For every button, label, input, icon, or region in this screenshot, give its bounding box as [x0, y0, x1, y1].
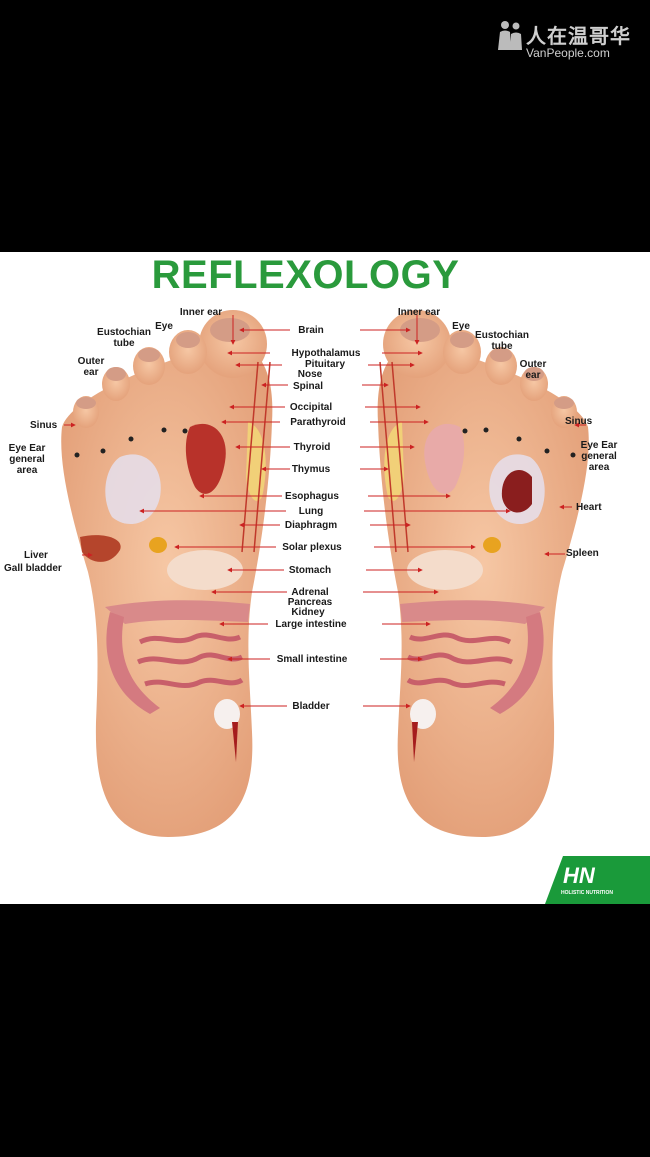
label-lung: Lung [298, 506, 324, 517]
label-thyroid: Thyroid [293, 442, 331, 453]
label-eye-ear-general-left: Eye Ear general area [8, 443, 46, 476]
label-occipital: Occipital [289, 402, 333, 413]
label-eye-ear-general-right: Eye Ear general area [580, 440, 618, 473]
label-parathyroid: Parathyroid [290, 417, 346, 428]
label-outer-ear-right: Outer ear [519, 359, 547, 381]
label-sinus-right: Sinus [565, 416, 593, 427]
label-spleen: Spleen [566, 548, 599, 559]
poster-title: REFLEXOLOGY [151, 253, 460, 297]
label-esophagus: Esophagus [285, 491, 339, 502]
reflexology-poster: REFLEXOLOGY [0, 252, 650, 904]
label-brain: Brain [298, 325, 324, 336]
label-solar-plexus: Solar plexus [282, 542, 342, 553]
label-pancreas: Pancreas [287, 597, 333, 608]
label-eustochian-right: Eustochian tube [475, 330, 529, 352]
label-eye-right: Eye [452, 321, 470, 332]
label-stomach: Stomach [288, 565, 332, 576]
label-gall-bladder: Gall bladder [4, 563, 62, 574]
label-hypothalamus: Hypothalamus [291, 348, 361, 359]
holistic-nutrition-logo: HN HOLISTIC NUTRITION [545, 856, 650, 904]
label-pituitary: Pituitary [304, 359, 346, 370]
logo-mark: HN [563, 863, 595, 888]
label-kidney: Kidney [291, 607, 325, 618]
label-heart: Heart [576, 502, 602, 513]
label-inner-ear-right: Inner ear [397, 307, 441, 318]
label-large-intestine: Large intestine [275, 619, 347, 630]
left-foot [61, 310, 273, 837]
logo-subtitle: HOLISTIC NUTRITION [561, 890, 613, 896]
right-foot [377, 310, 589, 837]
label-eustochian-left: Eustochian tube [97, 327, 151, 349]
label-liver: Liver [24, 550, 48, 561]
label-eye-left: Eye [155, 321, 173, 332]
feet-illustration [61, 310, 589, 837]
vanpeople-watermark: 人在温哥华 VanPeople.com [496, 18, 650, 66]
label-sinus-left: Sinus [30, 420, 58, 431]
label-outer-ear-left: Outer ear [77, 356, 105, 378]
label-thymus: Thymus [291, 464, 331, 475]
people-icon [498, 21, 522, 50]
label-diaphragm: Diaphragm [284, 520, 338, 531]
watermark-cn: 人在温哥华 [526, 24, 631, 48]
watermark-en: VanPeople.com [526, 46, 610, 60]
label-nose: Nose [297, 369, 323, 380]
center-arrows [64, 315, 586, 709]
label-spinal: Spinal [292, 381, 324, 392]
label-small-intestine: Small intestine [276, 654, 348, 665]
label-bladder: Bladder [292, 701, 330, 712]
label-adrenal: Adrenal [291, 587, 329, 598]
label-inner-ear-left: Inner ear [179, 307, 223, 318]
